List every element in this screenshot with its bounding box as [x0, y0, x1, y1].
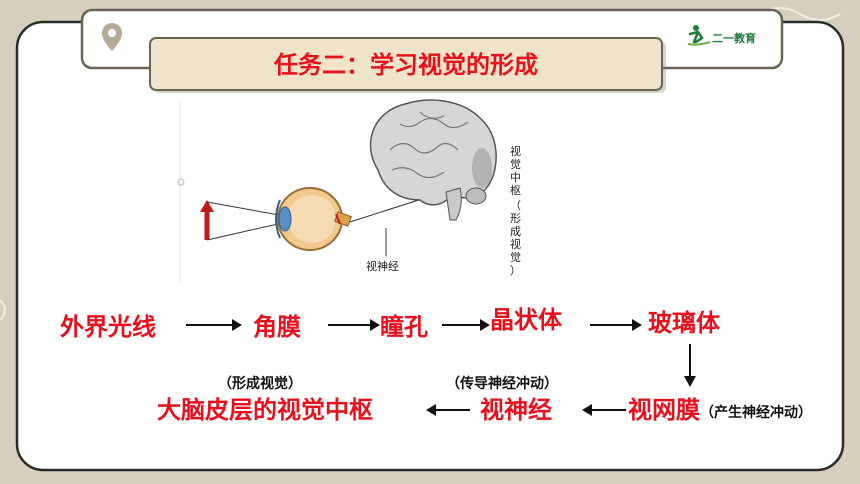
svg-text:枢: 枢 [510, 183, 521, 197]
arrow-down [684, 344, 696, 387]
logo: 二一教育 [687, 25, 756, 46]
svg-text:（: （ [510, 199, 521, 212]
arrow-1 [186, 319, 242, 331]
svg-text:形: 形 [510, 212, 521, 225]
visual-center-label: 视 觉 中 枢 （ 形 成 视 觉 ） [510, 144, 521, 277]
object-arrow [200, 200, 214, 240]
figure-anchor-dot [177, 178, 185, 186]
flow-visual-cortex: 大脑皮层的视觉中枢 [157, 396, 373, 424]
flow-optic-nerve: 视神经 [480, 396, 552, 424]
note-generate-impulse: （产生神经冲动） [700, 404, 812, 421]
svg-text:觉: 觉 [510, 251, 521, 264]
logo-text: 二一教育 [712, 31, 756, 45]
svg-text:）: ） [510, 264, 521, 277]
eyeball [275, 187, 352, 251]
optic-nerve-label: 视神经 [366, 259, 399, 273]
flow-retina: 视网膜 [628, 396, 700, 424]
flow-cornea: 角膜 [253, 313, 301, 341]
flow-pupil: 瞳孔 [380, 313, 428, 341]
flow-vitreous: 玻璃体 [648, 309, 721, 337]
eye-brain-figure: 视神经 视 觉 中 枢 （ 形 成 视 觉 ） [177, 98, 542, 282]
arrow-6 [426, 404, 470, 416]
arrow-2 [328, 319, 380, 331]
flow-external-light: 外界光线 [60, 313, 156, 341]
page-title: 任务二：学习视觉的形成 [273, 51, 538, 79]
note-form-vision: （形成视觉） [218, 375, 302, 392]
brain [369, 99, 497, 221]
svg-text:中: 中 [510, 171, 521, 184]
visual-cortex-dots [472, 148, 492, 188]
arrow-3 [442, 319, 490, 331]
svg-text:视: 视 [510, 144, 521, 158]
decor-swirl-left [0, 299, 6, 321]
svg-text:视: 视 [510, 237, 521, 251]
arrow-4 [590, 319, 642, 331]
note-conduct-impulse: （传导神经冲动） [446, 375, 558, 392]
title-bar [149, 37, 663, 91]
svg-text:成: 成 [510, 225, 521, 238]
svg-text:觉: 觉 [510, 158, 521, 171]
arrow-5 [582, 404, 626, 416]
runner-icon [687, 25, 711, 46]
flow-lens: 晶状体 [490, 306, 563, 334]
location-pin-icon [102, 23, 122, 51]
